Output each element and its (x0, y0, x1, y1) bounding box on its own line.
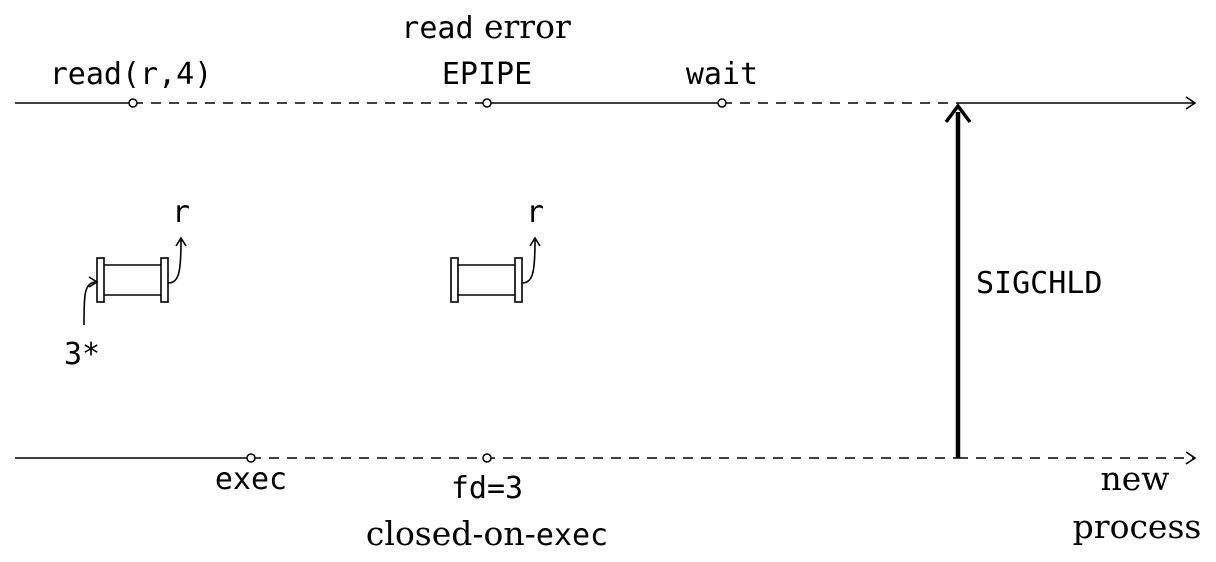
sigchld-label: SIGCHLD (976, 266, 1102, 301)
pipe-icon-right (450, 236, 541, 303)
pipe-icon-left (83, 236, 187, 326)
wait-label: wait (686, 57, 758, 92)
closed-on-exec-keyword: exec (536, 518, 608, 553)
child-arrowhead (1185, 451, 1197, 465)
pipe-left-write-connector (83, 281, 96, 326)
pipe-right-read-cap (514, 257, 523, 303)
epipe-event-marker (482, 98, 492, 108)
pipe-left-read-connector (167, 239, 182, 284)
pipe-left-write-arrowhead (88, 276, 99, 288)
child-timeline (15, 451, 1197, 465)
new-process-label-line2: process (1073, 507, 1202, 546)
pipe-left-read-end-label: r (172, 195, 190, 230)
read-error-suffix: error (474, 7, 571, 46)
wait-event-marker (717, 98, 727, 108)
epipe-label: EPIPE (442, 57, 532, 92)
pipe-right-read-connector (521, 239, 536, 284)
closed-on-prefix: closed-on- (366, 514, 536, 553)
pipe-right-read-end-label: r (526, 195, 544, 230)
pipe-right-read-arrowhead (529, 236, 541, 247)
pipe-left-write-end-label: 3* (64, 337, 100, 372)
read-call-label: read(r,4) (50, 57, 213, 92)
read-call-event-marker (128, 98, 138, 108)
pipe-right-write-cap (450, 257, 459, 303)
closed-on-exec-label: closed-on-exec (366, 514, 608, 553)
pipe-left-write-cap (96, 257, 105, 303)
read-error-label: read error (401, 7, 571, 46)
pipe-left-read-arrowhead (175, 236, 187, 247)
read-error-keyword: read (401, 11, 473, 46)
parent-arrowhead (1185, 96, 1197, 110)
sigchld-arrowhead (944, 103, 972, 124)
exec-label: exec (215, 462, 287, 497)
parent-timeline (15, 96, 1197, 110)
fd-label: fd=3 (451, 471, 523, 506)
exec-event-marker (246, 453, 256, 463)
pipe-left-read-cap (160, 257, 169, 303)
new-process-label-line1: new (1100, 459, 1169, 498)
fd-close-event-marker (482, 453, 492, 463)
